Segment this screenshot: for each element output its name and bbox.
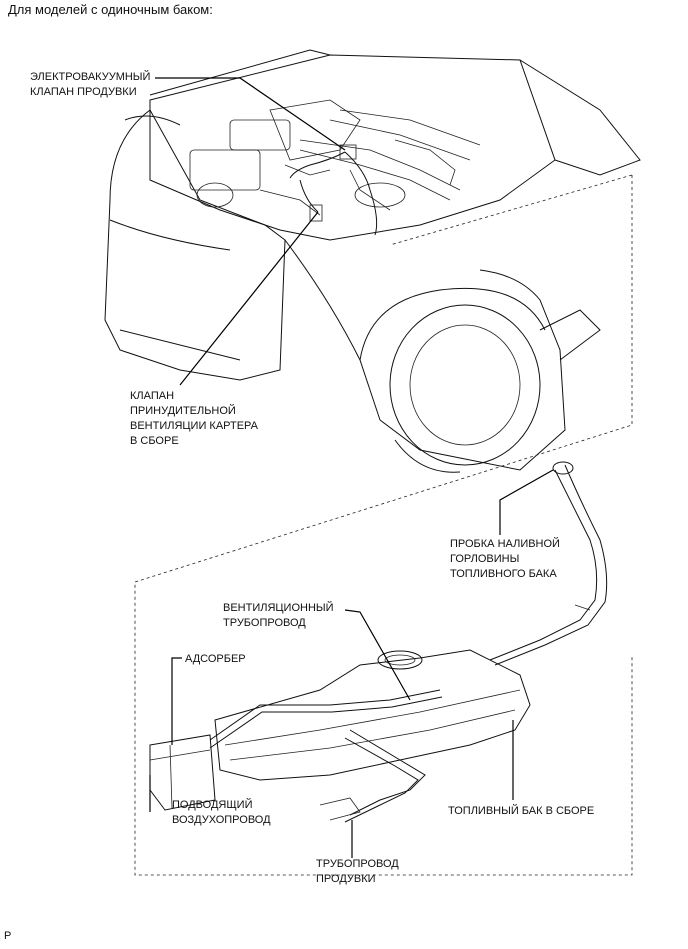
leader-pcv [179,211,319,386]
label-fuel-tank: ТОПЛИВНЫЙ БАК В СБОРЕ [448,805,595,817]
page-title: Для моделей с одиночным баком: [8,2,213,17]
leader-vent-pipe [344,609,411,701]
label-filler-cap: ПРОБКА НАЛИВНОЙ ГОРЛОВИНЫ ТОПЛИВНОГО БАК… [450,538,560,580]
illustration-code: P [4,930,12,942]
fuel-system-drawing [149,461,608,823]
leader-canister [171,657,182,745]
label-purge-line: ТРУБОПРОВОД ПРОДУВКИ [316,858,399,885]
label-air-inlet: ПОДВОДЯЩИЙ ВОЗДУХОПРОВОД [172,799,271,826]
leader-filler-cap [499,469,554,535]
label-canister: АДСОРБЕР [185,653,246,665]
label-purge-solenoid: ЭЛЕКТРОВАКУУМНЫЙ КЛАПАН ПРОДУВКИ [30,71,151,98]
label-vent-pipe: ВЕНТИЛЯЦИОННЫЙ ТРУБОПРОВОД [223,602,334,629]
label-pcv-valve: КЛАПАН ПРИНУДИТЕЛЬНОЙ ВЕНТИЛЯЦИИ КАРТЕРА… [130,390,258,447]
vehicle-drawing [104,49,641,473]
leader-solenoid [155,77,346,151]
